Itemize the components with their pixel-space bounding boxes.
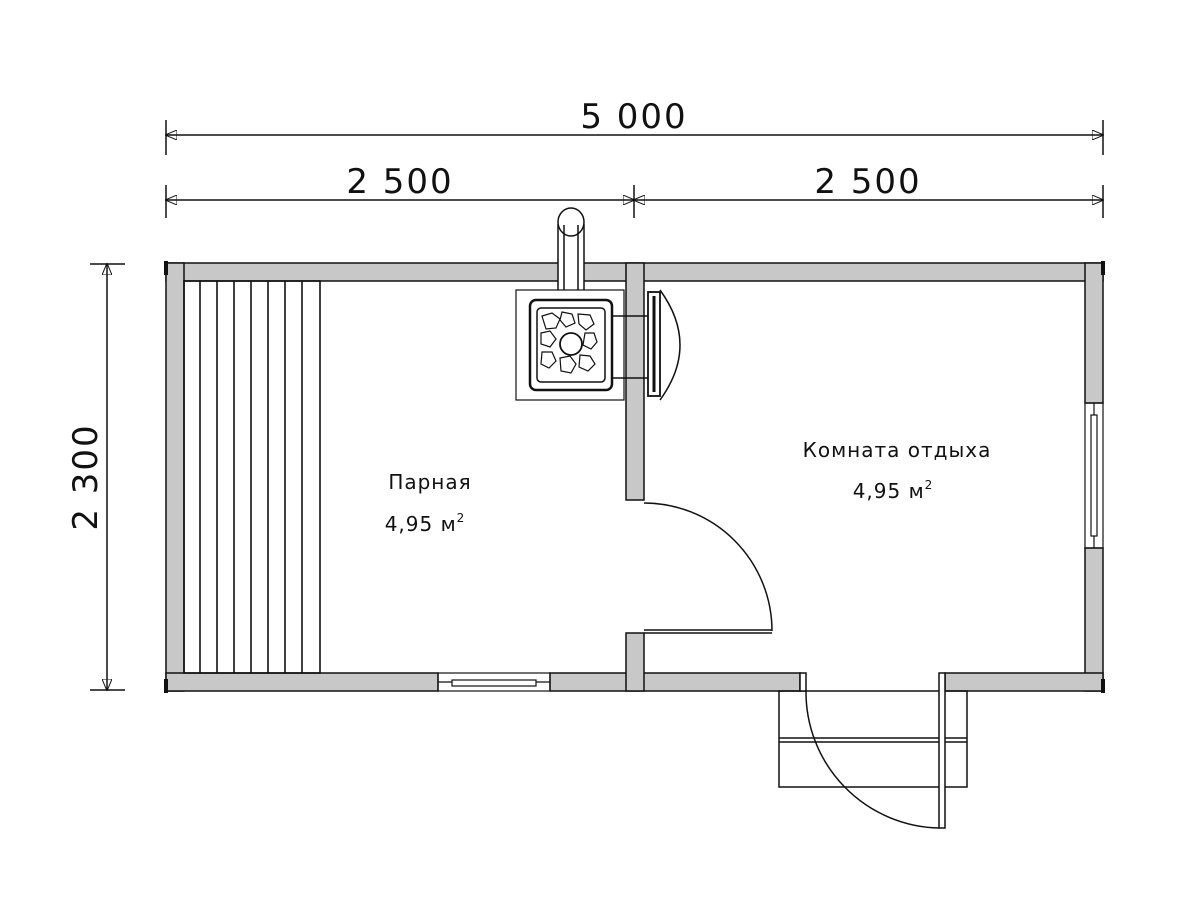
interior-door	[643, 502, 773, 634]
room-area-rest-room: 4,95 м2	[853, 478, 934, 503]
entrance-door	[799, 672, 946, 829]
window-bottom	[437, 672, 551, 692]
dimension-right-width-label: 2 500	[814, 162, 921, 202]
dimension-overall-height-label: 2 300	[66, 423, 106, 530]
entrance-porch	[778, 690, 968, 788]
window-right	[1084, 402, 1104, 549]
corner-marks	[164, 261, 1105, 693]
room-name-rest-room: Комната отдыха	[803, 438, 992, 462]
dimension-left-width-label: 2 500	[346, 162, 453, 202]
dimension-overall-height	[90, 264, 125, 690]
room-area-steam-room: 4,95 м2	[385, 511, 466, 536]
stove-icon	[515, 207, 681, 401]
room-name-steam-room: Парная	[388, 470, 471, 494]
dimension-overall-width	[166, 120, 1103, 155]
walls	[165, 262, 1104, 692]
dimension-split-widths	[166, 185, 1103, 218]
sauna-bench	[183, 280, 321, 674]
dimension-overall-width-label: 5 000	[580, 97, 687, 137]
